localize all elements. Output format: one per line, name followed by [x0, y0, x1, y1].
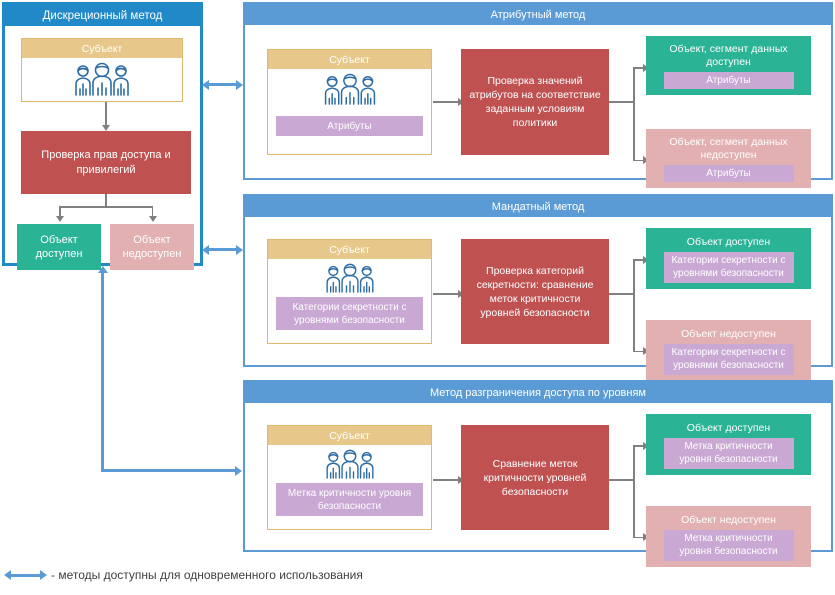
- result-allow-title: Объект доступен: [686, 421, 771, 434]
- result-allow-chip: Метка критичности уровня безопасности: [663, 437, 794, 469]
- process-box-levels: Сравнение меток критичности уровней безо…: [461, 425, 609, 530]
- result-allow-title: Объект доступен: [686, 235, 771, 248]
- subject-card-attribute: Субъект Атрибуты: [267, 49, 432, 155]
- panel-discretionary-body: Субъект: [5, 26, 200, 270]
- process-box-attribute: Проверка значений атрибутов на соответст…: [461, 49, 609, 155]
- result-deny-title: Объект недоступен: [681, 327, 776, 340]
- panel-attribute-body: Субъект Атрибуты Проверка значений а: [245, 25, 831, 188]
- legend: - методы доступны для одновременного исп…: [4, 568, 363, 582]
- result-box-allow: Объект, сегмент данных доступен Атрибуты: [646, 36, 811, 95]
- connector-split-vertical: [633, 445, 635, 538]
- result-allow-chip: Атрибуты: [663, 72, 794, 89]
- panel-mandatory-method: Мандатный метод Субъект Категории секрет…: [243, 194, 833, 381]
- connector-process-stem: [609, 293, 634, 295]
- connector-arrowhead-right-2: [236, 244, 243, 255]
- connector-split-vertical: [633, 259, 635, 352]
- result-deny-title: Объект, сегмент данных недоступен: [669, 136, 788, 161]
- result-deny-title: Объект недоступен: [681, 513, 776, 526]
- result-box-deny: Объект недоступен Метка критичности уров…: [646, 506, 811, 567]
- result-deny-chip: Категории секретности с уровнями безопас…: [663, 343, 794, 375]
- result-box-deny: Объект недоступен Категории секретности …: [646, 320, 811, 381]
- result-allow-chip: Категории секретности с уровнями безопас…: [663, 251, 794, 283]
- panel-mandatory-title: Мандатный метод: [245, 196, 831, 217]
- connector-branch-right: [151, 206, 153, 218]
- connector-levels-horizontal: [101, 469, 237, 472]
- connector-branch-horizontal: [59, 206, 153, 208]
- result-box-allow: Объект доступен Категории секретности с …: [646, 228, 811, 289]
- connector-process-stem: [609, 479, 634, 481]
- subject-label: Субъект: [268, 50, 431, 69]
- connector-subject-to-process: [433, 101, 460, 103]
- connector-discretionary-mandatory: [208, 248, 238, 251]
- connector-arrowhead-right-3: [235, 466, 242, 476]
- process-box-mandatory: Проверка категорий секретности: сравнени…: [461, 239, 609, 344]
- subject-card-discretionary: Субъект: [21, 38, 183, 102]
- people-group-icon: [268, 445, 431, 479]
- result-box-allow: Объект доступен Метка критичности уровня…: [646, 414, 811, 475]
- subject-card-mandatory: Субъект Категории секретности с уровнями…: [267, 239, 432, 344]
- subject-chip-secrecy-categories: Категории секретности с уровнями безопас…: [276, 297, 423, 330]
- result-deny-chip: Атрибуты: [663, 165, 794, 182]
- connector-to-allow: [633, 67, 645, 69]
- connector-arrowhead-down-allow: [56, 216, 64, 222]
- connector-arrowhead-down-deny: [148, 216, 157, 222]
- connector-to-deny: [633, 536, 645, 538]
- connector-subject-to-process: [433, 479, 460, 481]
- result-box-deny: Объект, сегмент данных недоступен Атрибу…: [646, 129, 811, 188]
- connector-to-allow: [633, 259, 645, 261]
- panel-attribute-title: Атрибутный метод: [245, 4, 831, 25]
- result-deny-chip: Метка критичности уровня безопасности: [663, 529, 794, 561]
- connector-arrowhead-down: [101, 125, 110, 131]
- subject-label: Субъект: [22, 39, 182, 58]
- connector-process-stem: [105, 194, 107, 207]
- connector-to-deny: [633, 350, 645, 352]
- panel-levels-title: Метод разграничения доступа по уровням: [245, 382, 831, 403]
- subject-label: Субъект: [268, 426, 431, 445]
- connector-to-allow: [633, 445, 645, 447]
- panel-levels-method: Метод разграничения доступа по уровням С…: [243, 380, 833, 567]
- panel-attribute-method: Атрибутный метод Субъект Атрибуты: [243, 2, 833, 188]
- panel-discretionary-method: Дискреционный метод Субъект: [2, 2, 203, 270]
- result-box-deny: Объект недоступен: [110, 224, 194, 270]
- panel-levels-body: Субъект Метка критичности уровня безопас…: [245, 403, 831, 567]
- process-box-discretionary: Проверка прав доступа и привилегий: [21, 131, 191, 194]
- connector-branch-left: [59, 206, 61, 218]
- panel-discretionary-title: Дискреционный метод: [5, 5, 200, 26]
- subject-card-levels: Субъект Метка критичности уровня безопас…: [267, 425, 432, 530]
- subject-chip-attributes: Атрибуты: [276, 116, 423, 136]
- connector-arrowhead-up-3: [97, 266, 108, 273]
- connector-subject-to-process: [105, 102, 107, 128]
- people-group-icon: [22, 58, 182, 96]
- people-group-icon: [268, 259, 431, 293]
- subject-chip-criticality-label: Метка критичности уровня безопасности: [276, 483, 423, 516]
- people-group-icon: [268, 69, 431, 105]
- connector-arrowhead-right-1: [236, 79, 243, 90]
- connector-process-stem: [609, 101, 634, 103]
- connector-levels-vertical: [101, 272, 104, 471]
- result-box-allow: Объект доступен: [17, 224, 101, 270]
- panel-mandatory-body: Субъект Категории секретности с уровнями…: [245, 217, 831, 381]
- legend-text: - методы доступны для одновременного исп…: [51, 568, 363, 582]
- result-allow-title: Объект, сегмент данных доступен: [669, 43, 788, 68]
- connector-discretionary-attribute: [208, 83, 238, 86]
- connector-arrowhead-left-2: [202, 244, 209, 255]
- connector-to-deny: [633, 159, 645, 161]
- double-headed-arrow-icon: [4, 570, 48, 581]
- connector-split-vertical: [633, 67, 635, 161]
- connector-subject-to-process: [433, 293, 460, 295]
- connector-arrowhead-left-1: [202, 79, 209, 90]
- subject-label: Субъект: [268, 240, 431, 259]
